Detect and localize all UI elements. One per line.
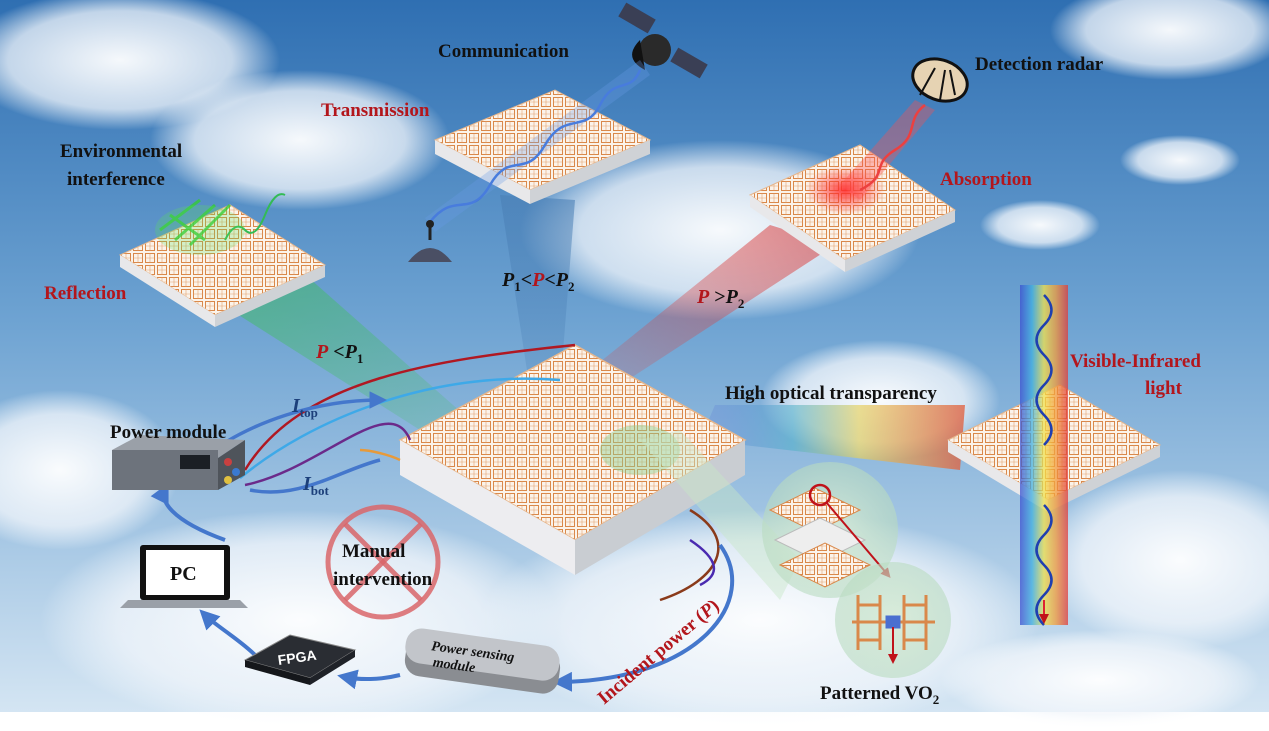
current-top-label: Itop bbox=[291, 395, 318, 420]
absorption-label: Absorption bbox=[940, 169, 1032, 190]
radar-wave bbox=[859, 104, 926, 192]
reflection-tile bbox=[118, 193, 327, 327]
interference-label: interference bbox=[67, 169, 165, 190]
fpga-label: FPGA bbox=[277, 647, 318, 668]
absorption-tile bbox=[748, 144, 957, 272]
condition-p-lt-p1: P <P1 bbox=[315, 341, 363, 366]
layer-stack bbox=[768, 487, 872, 588]
laptop-icon bbox=[120, 545, 248, 608]
power-module-label: Power module bbox=[110, 422, 226, 443]
absorption-beam bbox=[590, 225, 835, 385]
transmission-tile bbox=[433, 89, 652, 204]
current-bot-arrow bbox=[249, 458, 381, 494]
zoom-beam bbox=[640, 430, 800, 600]
detection-radar-label: Detection radar bbox=[975, 54, 1104, 75]
reflection-label: Reflection bbox=[44, 283, 127, 304]
optical-beam bbox=[700, 405, 965, 470]
power-supply-icon bbox=[112, 435, 245, 490]
communication-label: Communication bbox=[438, 41, 569, 62]
transmission-wave bbox=[429, 69, 642, 223]
sensor-module-icon bbox=[404, 628, 561, 694]
current-bot-label: Ibot bbox=[302, 473, 330, 498]
patterned-vo2-label: Patterned VO2 bbox=[820, 683, 939, 707]
intervention-label: intervention bbox=[333, 569, 433, 590]
module-label: module bbox=[432, 655, 476, 676]
condition-p1-lt-p-lt-p2: P1<P<P2 bbox=[501, 269, 574, 294]
radar-dish-icon bbox=[911, 57, 969, 103]
radar-wave-band bbox=[840, 100, 935, 200]
fpga-chip-icon bbox=[243, 634, 357, 685]
no-entry-icon bbox=[325, 504, 441, 620]
transmission-beam bbox=[500, 195, 575, 390]
manual-label: Manual bbox=[342, 541, 405, 562]
transmission-wave-band bbox=[425, 60, 650, 232]
light-wave-lower bbox=[1035, 504, 1053, 626]
main-metasurface bbox=[398, 344, 747, 575]
environmental-label: Environmental bbox=[60, 141, 182, 162]
light-wave-upper bbox=[1035, 294, 1053, 446]
ground-antenna-icon bbox=[408, 220, 452, 262]
satellite-icon bbox=[618, 2, 708, 79]
pc-label: PC bbox=[170, 563, 197, 585]
vo2-pattern bbox=[852, 595, 935, 650]
visible-infrared-label: Visible-Infrared bbox=[1070, 351, 1201, 372]
light-label: light bbox=[1145, 378, 1183, 399]
reflection-beam bbox=[215, 270, 470, 430]
high-optical-label: High optical transparency bbox=[725, 383, 937, 404]
zoom-arrow bbox=[825, 501, 891, 579]
light-column bbox=[1020, 285, 1068, 625]
zoom-marker bbox=[808, 483, 832, 507]
condition-p-gt-p2: P >P2 bbox=[696, 286, 744, 311]
feedback-loop bbox=[150, 482, 735, 692]
transmission-label: Transmission bbox=[321, 100, 430, 121]
